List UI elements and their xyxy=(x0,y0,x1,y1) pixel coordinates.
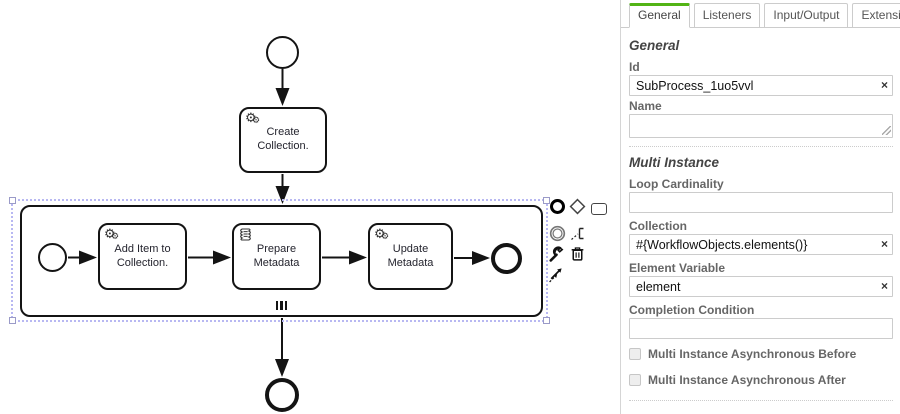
subprocess-end-event[interactable] xyxy=(491,243,522,274)
name-textarea[interactable] xyxy=(629,114,893,138)
script-task-scroll-icon xyxy=(238,227,256,245)
sequence-flows-layer xyxy=(68,69,490,377)
service-task-gear-icon: ⚙ ⚙ xyxy=(374,226,390,241)
append-text-annotation-icon[interactable] xyxy=(569,225,586,242)
loop-cardinality-input[interactable] xyxy=(629,192,893,213)
task-update-metadata[interactable]: ⚙ ⚙ Update Metadata xyxy=(368,223,453,290)
id-label: Id xyxy=(629,60,640,74)
group-title-multi-instance: Multi Instance xyxy=(629,155,720,170)
task-label: Create Collection. xyxy=(257,126,309,152)
end-event[interactable] xyxy=(265,378,299,412)
task-add-item-to-collection[interactable]: ⚙ ⚙ Add Item to Collection. xyxy=(98,223,187,290)
tab-input-output[interactable]: Input/Output xyxy=(764,3,849,28)
delete-trash-icon[interactable] xyxy=(569,245,586,262)
clear-icon[interactable]: × xyxy=(880,279,888,293)
element-variable-label: Element Variable xyxy=(629,261,726,275)
completion-condition-input[interactable] xyxy=(629,318,893,339)
properties-panel: General Listeners Input/Output Extension… xyxy=(620,0,900,414)
parallel-multi-instance-marker-icon xyxy=(276,301,287,310)
group-title-general: General xyxy=(629,38,680,53)
group-divider xyxy=(629,400,893,401)
completion-condition-label: Completion Condition xyxy=(629,303,755,317)
tab-extensions[interactable]: Extensions xyxy=(852,3,900,28)
loop-cardinality-label: Loop Cardinality xyxy=(629,177,724,191)
collection-label: Collection xyxy=(629,219,688,233)
start-event[interactable] xyxy=(266,36,299,69)
bpmn-canvas[interactable]: ⚙ ⚙ Create Collection. ⚙ ⚙ Add Item to C… xyxy=(0,0,620,414)
service-task-gear-icon: ⚙ ⚙ xyxy=(104,226,120,241)
task-prepare-metadata[interactable]: Prepare Metadata xyxy=(232,223,321,290)
service-task-gear-icon: ⚙ ⚙ xyxy=(245,110,261,125)
tab-listeners[interactable]: Listeners xyxy=(693,3,761,28)
connect-tool-icon[interactable] xyxy=(548,266,565,283)
append-end-event-icon[interactable] xyxy=(549,198,566,215)
element-variable-input[interactable] xyxy=(629,276,893,297)
multi-instance-async-before-label: Multi Instance Asynchronous Before xyxy=(648,346,857,361)
subprocess-shape[interactable] xyxy=(20,205,543,317)
group-divider xyxy=(629,146,893,147)
task-label: Update Metadata xyxy=(387,242,434,269)
append-task-icon[interactable] xyxy=(590,200,607,217)
multi-instance-async-after-label: Multi Instance Asynchronous After xyxy=(648,372,846,387)
id-input[interactable] xyxy=(629,75,893,96)
subprocess-start-event[interactable] xyxy=(38,243,67,272)
clear-icon[interactable]: × xyxy=(880,78,888,92)
append-gateway-icon[interactable] xyxy=(569,198,586,215)
tab-general[interactable]: General xyxy=(629,3,690,28)
change-type-wrench-icon[interactable] xyxy=(548,246,565,263)
multi-instance-async-after-checkbox[interactable] xyxy=(629,373,641,386)
collection-input[interactable] xyxy=(629,234,893,255)
append-intermediate-event-icon[interactable] xyxy=(549,225,566,242)
task-label: Add Item to Collection. xyxy=(114,242,171,269)
clear-icon[interactable]: × xyxy=(880,237,888,251)
properties-tab-bar: General Listeners Input/Output Extension… xyxy=(621,3,900,28)
name-label: Name xyxy=(629,99,662,113)
resize-grip-icon[interactable] xyxy=(882,126,891,135)
multi-instance-async-before-checkbox[interactable] xyxy=(629,347,641,360)
task-label: Prepare Metadata xyxy=(253,242,300,269)
properties-content: General Id × Name Multi Instance Loop Ca… xyxy=(629,28,893,401)
task-create-collection[interactable]: ⚙ ⚙ Create Collection. xyxy=(239,107,327,173)
